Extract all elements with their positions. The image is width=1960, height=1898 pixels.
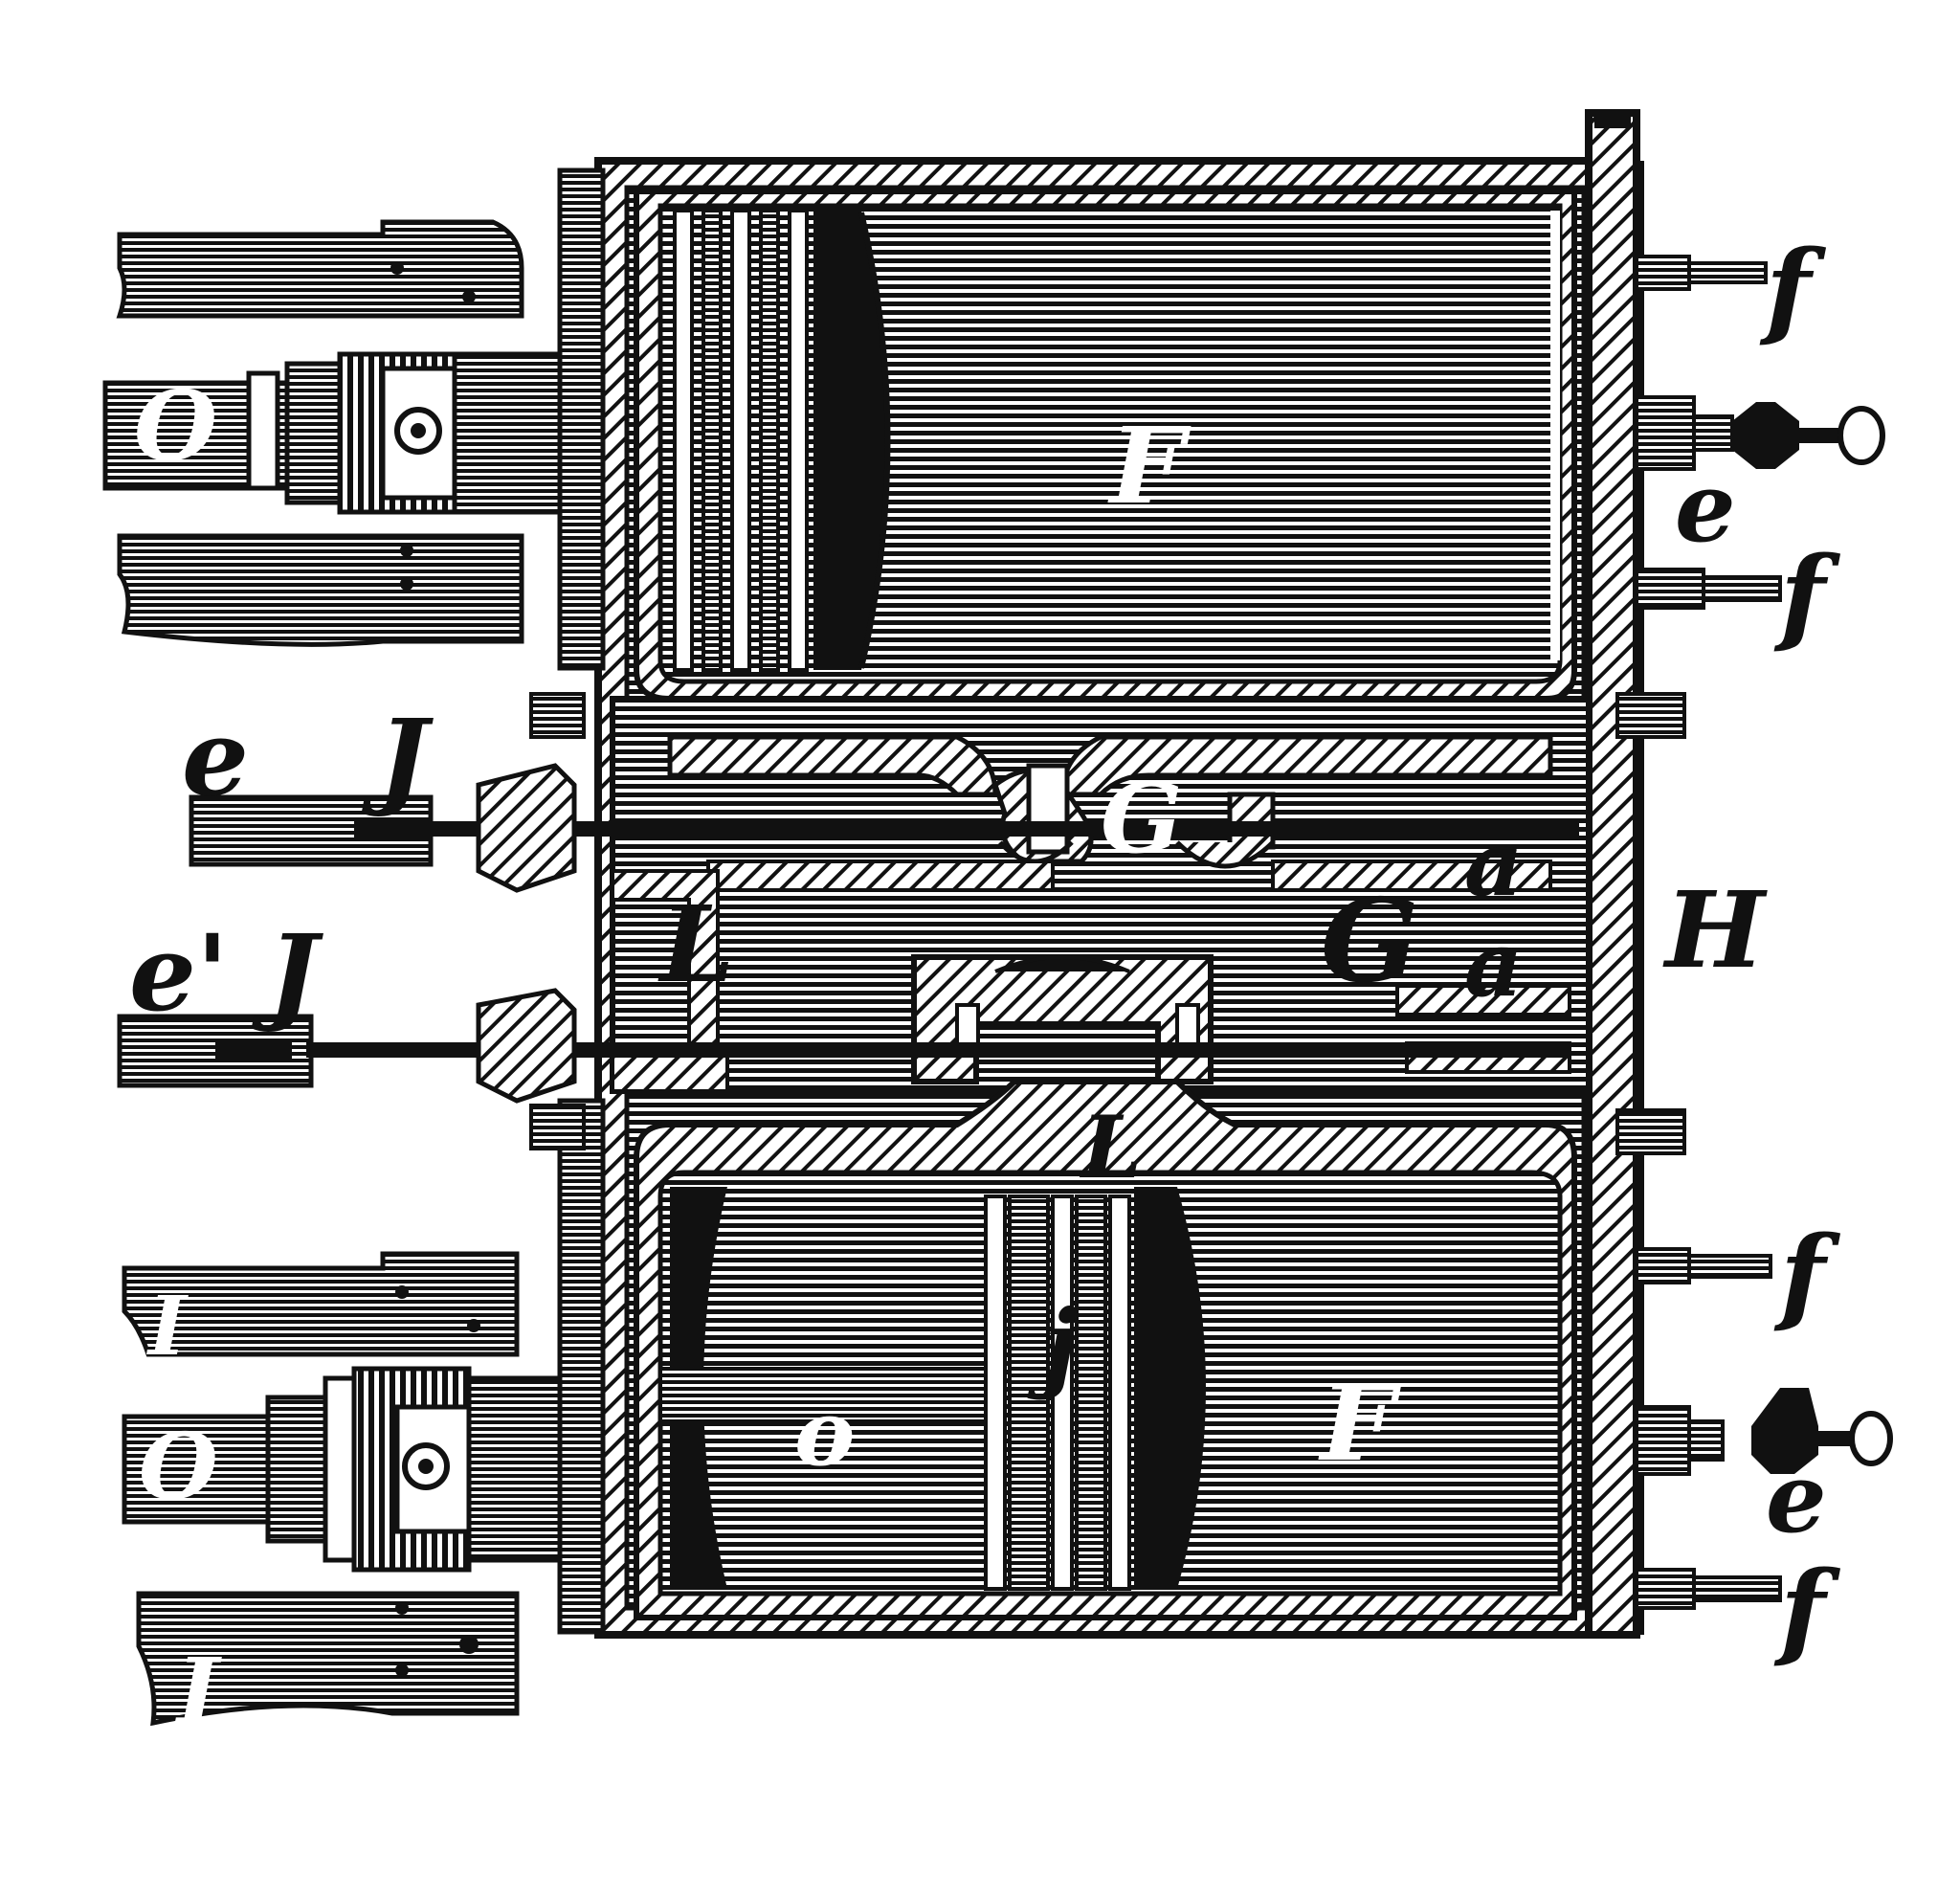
right-end-plate — [1585, 109, 1644, 1639]
label-L-lower: L — [1079, 1097, 1142, 1198]
label-a-lower: a — [1464, 911, 1524, 1017]
label-F-lower: F — [1318, 1361, 1402, 1485]
upper-cylinder — [634, 189, 1577, 759]
label-f-lower-top: f — [1773, 1213, 1841, 1336]
label-e-left-upper: e — [182, 696, 249, 819]
lower-valve-rod — [117, 988, 1570, 1104]
upper-crosshead — [102, 219, 563, 647]
lower-cylinder — [634, 1079, 1577, 1620]
label-o-piston: o — [794, 1380, 855, 1486]
upper-fittings — [1635, 255, 1885, 610]
lower-crosshead — [122, 1251, 563, 1727]
label-L-left: L — [657, 882, 734, 1006]
label-O-upper: O — [134, 369, 217, 482]
label-G-upper-valve: G — [1101, 762, 1182, 875]
label-e-lower: e — [1766, 1441, 1827, 1554]
label-H: H — [1662, 868, 1768, 992]
label-e-upper: e — [1675, 451, 1736, 564]
label-f-upper-top: f — [1759, 227, 1827, 350]
label-O-lower: O — [139, 1414, 218, 1520]
label-e-prime-left-lower: e' — [129, 911, 229, 1035]
label-I-lower-top: I — [146, 1279, 189, 1374]
label-a-upper: a — [1464, 811, 1524, 917]
label-f-upper-bottom: f — [1773, 533, 1841, 657]
label-f-lower-bottom: f — [1773, 1548, 1841, 1671]
upper-valve-rod — [189, 763, 1579, 893]
left-flange — [557, 167, 606, 1635]
label-I-lower-bottom: I — [174, 1639, 222, 1745]
lower-fittings — [1635, 1247, 1893, 1610]
casing-bolts — [529, 692, 1686, 1155]
valve-chest — [610, 696, 1592, 1094]
upper-slide-valve — [992, 763, 1276, 869]
label-F-upper: F — [1107, 404, 1192, 527]
label-G-center: G — [1321, 874, 1418, 1009]
